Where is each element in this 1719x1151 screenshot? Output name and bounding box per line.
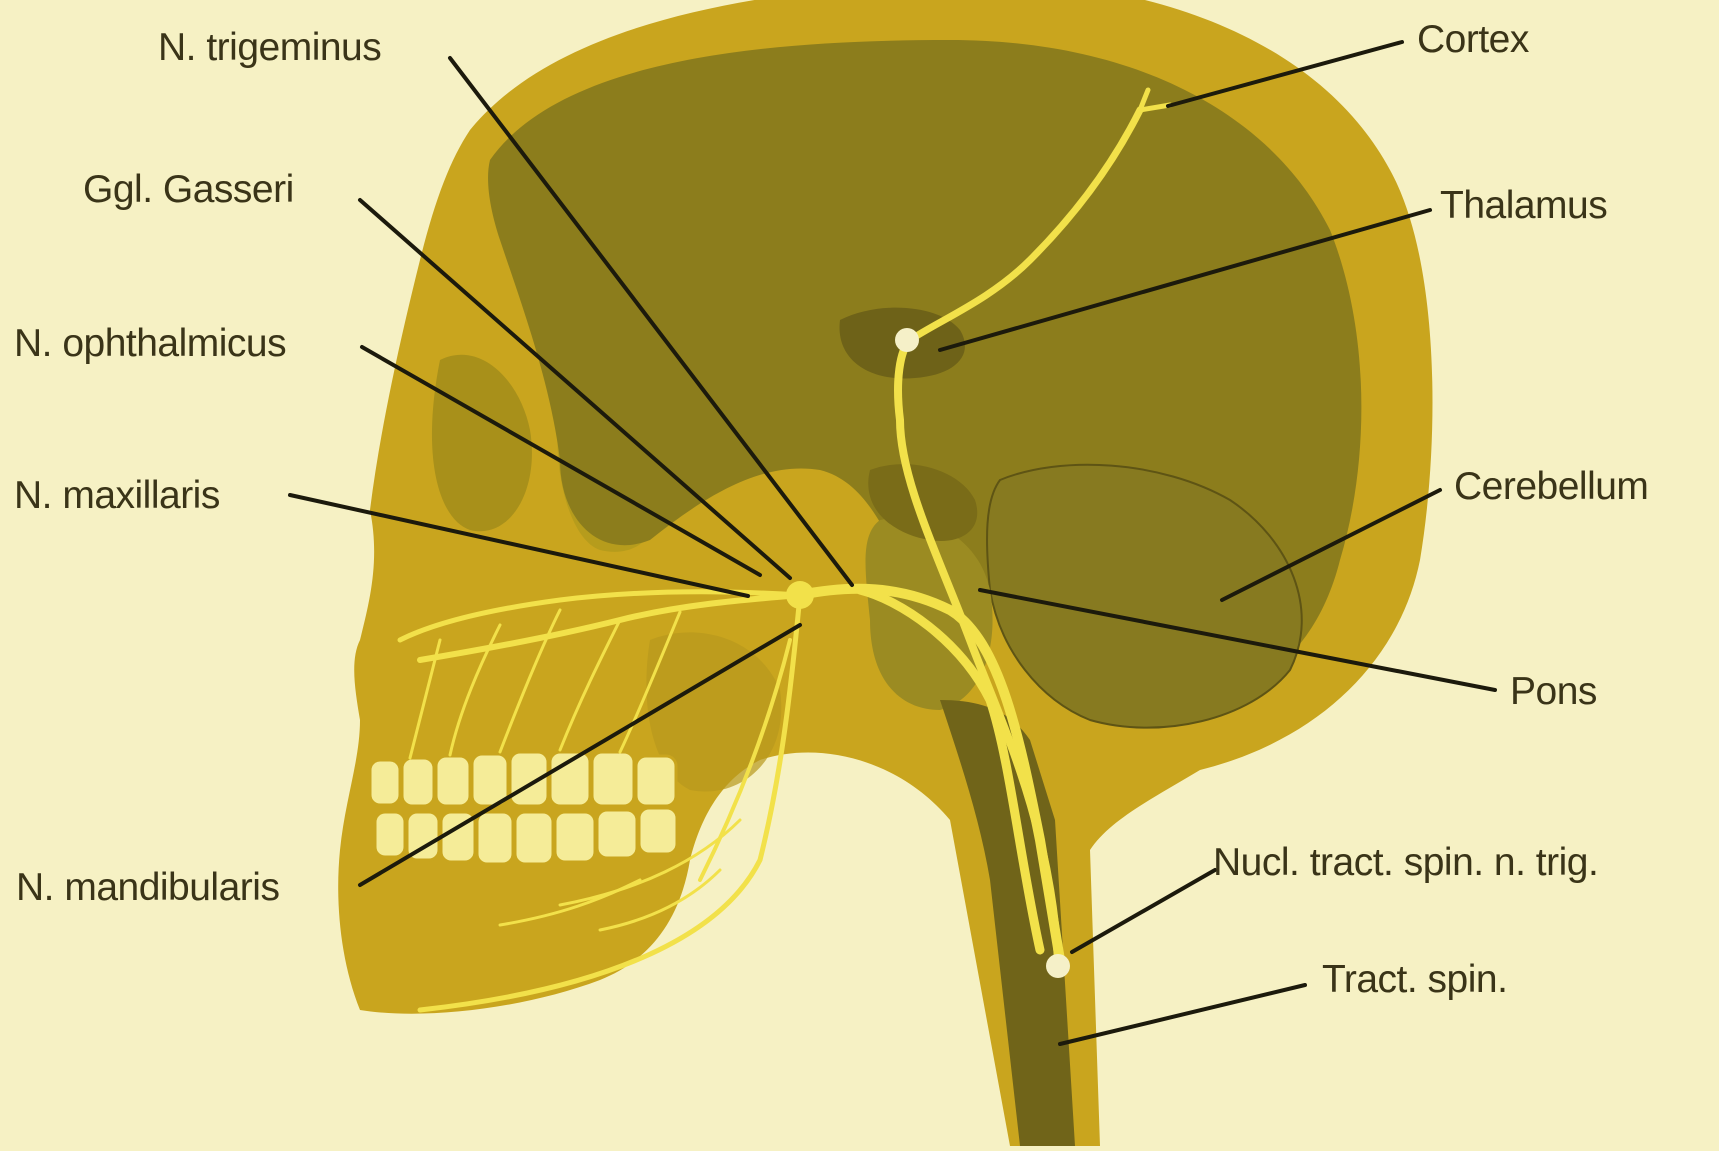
label-n-trigeminus: N. trigeminus: [158, 28, 381, 67]
label-n-ophthalmicus: N. ophthalmicus: [14, 324, 286, 363]
label-pons: Pons: [1510, 672, 1597, 711]
spinal-nucleus-dot: [1046, 954, 1070, 978]
label-ggl-gasseri: Ggl. Gasseri: [83, 170, 294, 209]
label-thalamus: Thalamus: [1440, 186, 1607, 225]
label-nucl-tract-spin: Nucl. tract. spin. n. trig.: [1213, 843, 1598, 882]
label-cortex: Cortex: [1417, 20, 1529, 59]
label-n-mandibularis: N. mandibularis: [16, 868, 279, 907]
label-cerebellum: Cerebellum: [1454, 467, 1648, 506]
gasserian-ganglion: [786, 581, 814, 609]
thalamus-nucleus-dot: [895, 328, 919, 352]
label-tract-spin: Tract. spin.: [1322, 960, 1507, 999]
label-n-maxillaris: N. maxillaris: [14, 476, 220, 515]
